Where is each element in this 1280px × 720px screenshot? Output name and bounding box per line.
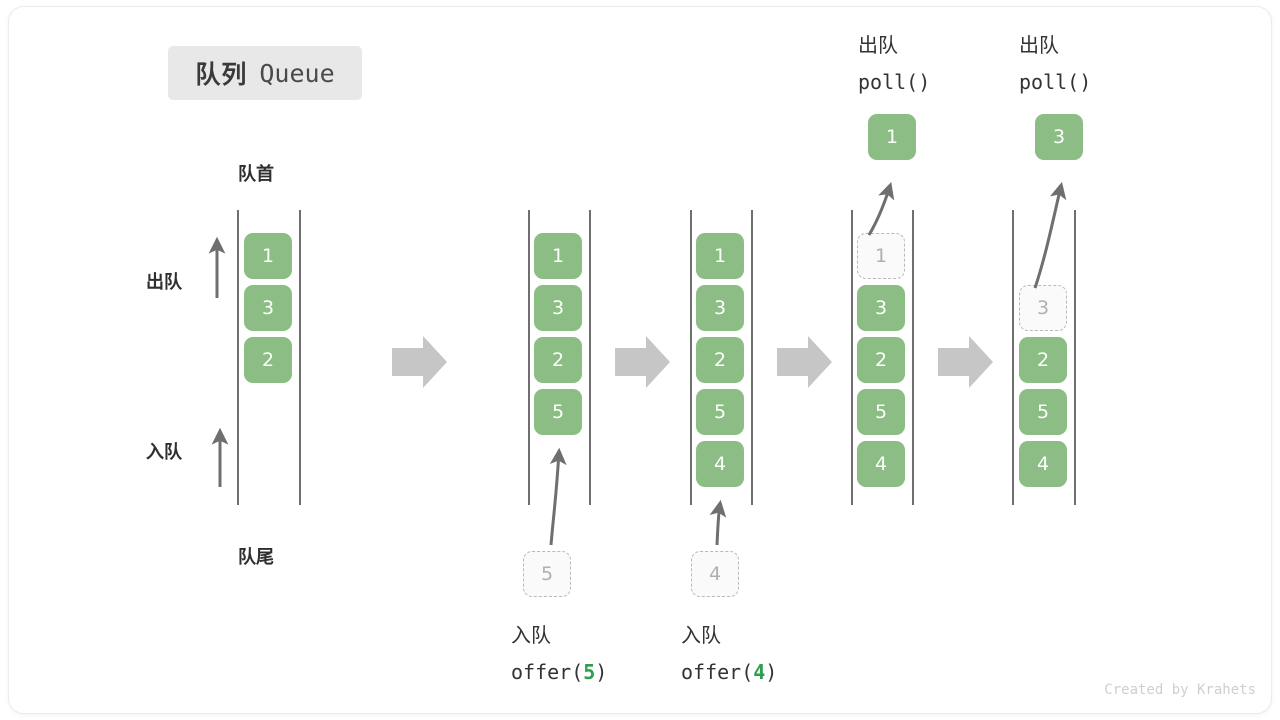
queue-cell: 4 xyxy=(857,441,905,487)
queue-cell: 5 xyxy=(1019,389,1067,435)
diagram-card xyxy=(8,6,1272,714)
caption-poll-3-code: poll() xyxy=(1019,70,1092,94)
queue-cell: 4 xyxy=(696,441,744,487)
queue-cell: 3 xyxy=(696,285,744,331)
queue-cell: 3 xyxy=(534,285,582,331)
queue-cell: 1 xyxy=(696,233,744,279)
queue-rail-right-3 xyxy=(751,210,753,505)
queue-rail-right-4 xyxy=(912,210,914,505)
caption-poll-1: 出队 poll() xyxy=(858,28,930,100)
caption-offer-4: 入队 offer(4) xyxy=(681,618,777,690)
queue-cell: 4 xyxy=(1019,441,1067,487)
queue-cell: 5 xyxy=(534,389,582,435)
caption-poll-1-code: poll() xyxy=(858,70,931,94)
title-badge: 队列 Queue xyxy=(168,46,362,100)
queue-cell: 3 xyxy=(244,285,292,331)
caption-offer-4-cn: 入队 xyxy=(681,625,721,647)
caption-poll-1-cn: 出队 xyxy=(858,35,898,57)
queue-cell: 5 xyxy=(857,389,905,435)
queue-cell: 2 xyxy=(857,337,905,383)
queue-rail-right-5 xyxy=(1074,210,1076,505)
polled-ghost-cell: 3 xyxy=(1019,285,1067,331)
queue-cell: 2 xyxy=(534,337,582,383)
polled-value-cell: 3 xyxy=(1035,114,1083,160)
label-rear: 队尾 xyxy=(238,547,274,567)
caption-offer-5: 入队 offer(5) xyxy=(511,618,607,690)
caption-offer-5-cn: 入队 xyxy=(511,625,551,647)
queue-rail-right-2 xyxy=(589,210,591,505)
polled-value-cell: 1 xyxy=(868,114,916,160)
title-english: Queue xyxy=(259,58,335,88)
queue-rail-left-2 xyxy=(528,210,530,505)
label-enqueue: 入队 xyxy=(146,442,182,462)
incoming-ghost-cell: 5 xyxy=(523,551,571,597)
queue-rail-left-3 xyxy=(690,210,692,505)
queue-cell: 2 xyxy=(696,337,744,383)
queue-cell: 1 xyxy=(534,233,582,279)
queue-rail-left-5 xyxy=(1012,210,1014,505)
queue-rail-right-1 xyxy=(299,210,301,505)
label-dequeue: 出队 xyxy=(146,272,182,292)
credit-text: Created by Krahets xyxy=(1104,682,1256,698)
queue-cell: 2 xyxy=(1019,337,1067,383)
caption-offer-5-code: offer(5) xyxy=(511,660,608,684)
queue-cell: 3 xyxy=(857,285,905,331)
caption-poll-3-cn: 出队 xyxy=(1019,35,1059,57)
caption-offer-4-code: offer(4) xyxy=(681,660,778,684)
incoming-ghost-cell: 4 xyxy=(691,551,739,597)
title-chinese: 队列 xyxy=(195,61,248,89)
queue-cell: 1 xyxy=(244,233,292,279)
label-front: 队首 xyxy=(238,164,274,184)
queue-cell: 5 xyxy=(696,389,744,435)
queue-cell: 2 xyxy=(244,337,292,383)
queue-rail-left-1 xyxy=(237,210,239,505)
queue-rail-left-4 xyxy=(851,210,853,505)
caption-poll-3: 出队 poll() xyxy=(1019,28,1091,100)
polled-ghost-cell: 1 xyxy=(857,233,905,279)
